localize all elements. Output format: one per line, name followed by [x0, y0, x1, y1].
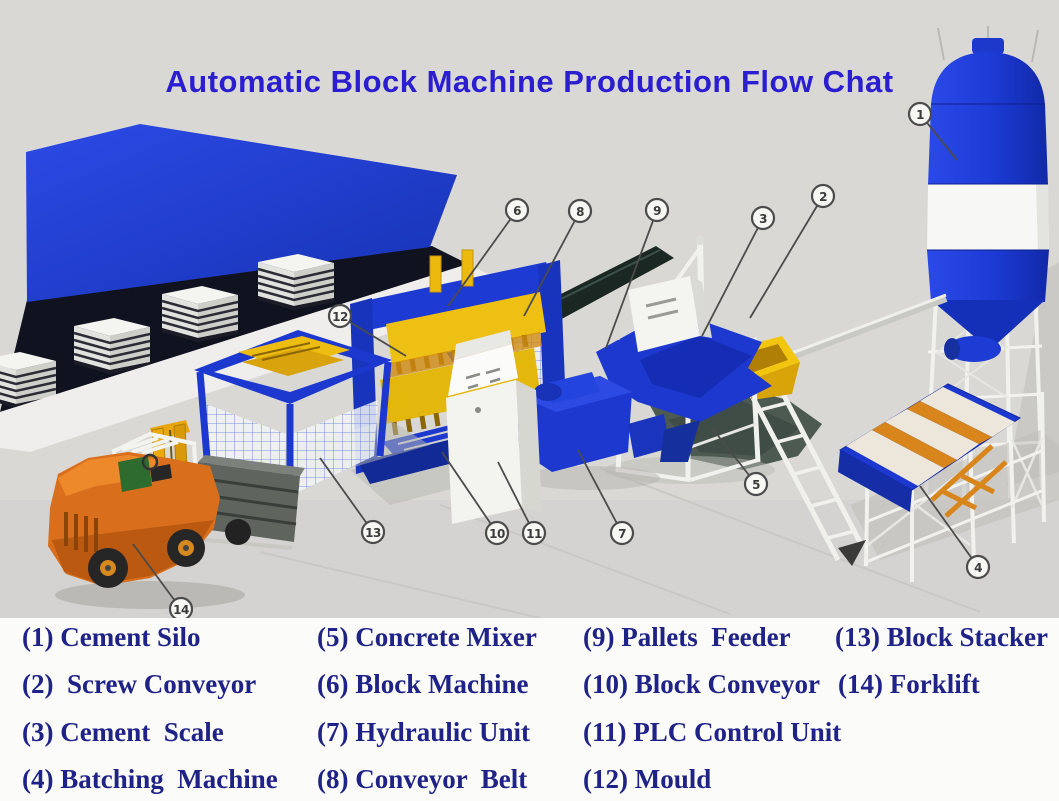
callout-number: 6: [513, 204, 521, 218]
carried-pallet-stack: [195, 455, 305, 542]
silo-cone: [931, 300, 1045, 350]
legend: (1) Cement Silo (5) Concrete Mixer (9) P…: [0, 618, 1059, 801]
machine-right-column: [538, 260, 566, 414]
driver-seat: [118, 456, 152, 492]
silo-dome: [931, 52, 1045, 106]
callout-number: 14: [173, 603, 189, 617]
plc-control-cabinet: [446, 330, 542, 524]
callout-number: 3: [759, 212, 767, 226]
callout-number: 8: [576, 205, 584, 219]
silo-white-band: [927, 184, 1049, 252]
bin-divider: [907, 401, 992, 444]
pallets-feeder: [596, 276, 775, 484]
callout-number: 4: [974, 561, 982, 575]
warehouse-roof: [26, 124, 457, 302]
batching-ladder: [930, 444, 1008, 518]
plc-front-panel: [446, 380, 522, 524]
legend-item-block-stacker: (13) Block Stacker: [835, 622, 1048, 652]
block-pallet-stack: [73, 318, 151, 374]
mould-guide-post: [429, 255, 442, 293]
page-title: Automatic Block Machine Production Flow …: [165, 64, 894, 99]
callout-batching-machine: 4: [919, 485, 991, 580]
callout-concrete-mixer: 5: [711, 427, 769, 497]
legend-item-hydraulic-unit: (7) Hydraulic Unit: [317, 717, 530, 747]
silo-discharge-unit: [947, 336, 1001, 362]
legend-item-conveyor-belt: (8) Conveyor Belt: [317, 764, 528, 794]
legend-item-block-machine: (6) Block Machine: [317, 669, 529, 699]
callout-conveyor-belt: 8: [523, 198, 593, 317]
callout-number: 11: [526, 527, 542, 541]
callout-block-stacker: 13: [319, 457, 386, 545]
mould-guide-post: [461, 249, 474, 287]
cement-silo: [927, 26, 1049, 362]
legend-item-batching-machine: (4) Batching Machine: [22, 764, 278, 794]
legend-item-cement-silo: (1) Cement Silo: [22, 622, 201, 652]
silo-lower-band: [927, 250, 1049, 302]
rear-wheel: [88, 548, 128, 588]
legend-item-cement-scale: (3) Cement Scale: [22, 717, 224, 747]
legend-item-concrete-mixer: (5) Concrete Mixer: [317, 622, 537, 652]
callout-number: 1: [916, 108, 924, 122]
counterweight-louvers: [64, 512, 98, 552]
floor-lines: [259, 467, 981, 619]
forklift: [48, 420, 305, 609]
callout-cement-scale: 3: [701, 205, 776, 337]
legend-item-forklift: (14) Forklift: [838, 669, 980, 699]
callout-number: 5: [752, 478, 760, 492]
hydraulic-unit: [520, 372, 700, 490]
callout-number: 2: [819, 190, 827, 204]
legend-item-pallets-feeder: (9) Pallets Feeder: [583, 622, 791, 652]
batching-machine: [838, 383, 1059, 582]
callout-screw-conveyor: 2: [749, 183, 836, 319]
aggregate-bin-1: [846, 430, 944, 486]
callout-number: 13: [365, 526, 381, 540]
legend-item-block-conveyor: (10) Block Conveyor: [583, 669, 820, 699]
legend-item-plc-control-unit: (11) PLC Control Unit: [583, 717, 842, 747]
front-wheel: [167, 529, 205, 567]
callout-hydraulic-unit: 7: [577, 449, 635, 546]
legend-item-screw-conveyor: (2) Screw Conveyor: [22, 669, 257, 699]
silo-upper-band: [928, 104, 1048, 186]
block-pallet-stack: [0, 352, 57, 408]
callout-cement-silo: 1: [907, 101, 958, 161]
callout-number: 12: [332, 310, 348, 324]
callout-number: 10: [489, 527, 505, 541]
callout-forklift: 14: [132, 543, 194, 622]
machine-top-beam: [350, 262, 556, 332]
bin-divider: [872, 422, 957, 468]
callout-plc-control-unit: 11: [497, 461, 547, 546]
callout-pallets-feeder: 9: [605, 197, 670, 349]
plc-buttons: [465, 367, 501, 390]
block-pallet-stack: [257, 254, 335, 310]
aggregate-bin-2: [885, 409, 979, 460]
callout-block-conveyor: 10: [441, 451, 510, 546]
callout-number: 7: [618, 527, 626, 541]
plc-console-top: [448, 344, 518, 396]
silo-top-cap: [972, 38, 1004, 54]
block-pallet-stack: [161, 286, 239, 342]
callout-block-machine: 6: [447, 197, 530, 307]
aggregate-bin-3: [920, 387, 1015, 437]
callout-number: 9: [653, 204, 661, 218]
callout-mould: 12: [327, 303, 407, 357]
legend-item-mould: (12) Mould: [583, 764, 712, 794]
rail-foot: [838, 540, 866, 566]
steering-wheel: [141, 453, 159, 471]
